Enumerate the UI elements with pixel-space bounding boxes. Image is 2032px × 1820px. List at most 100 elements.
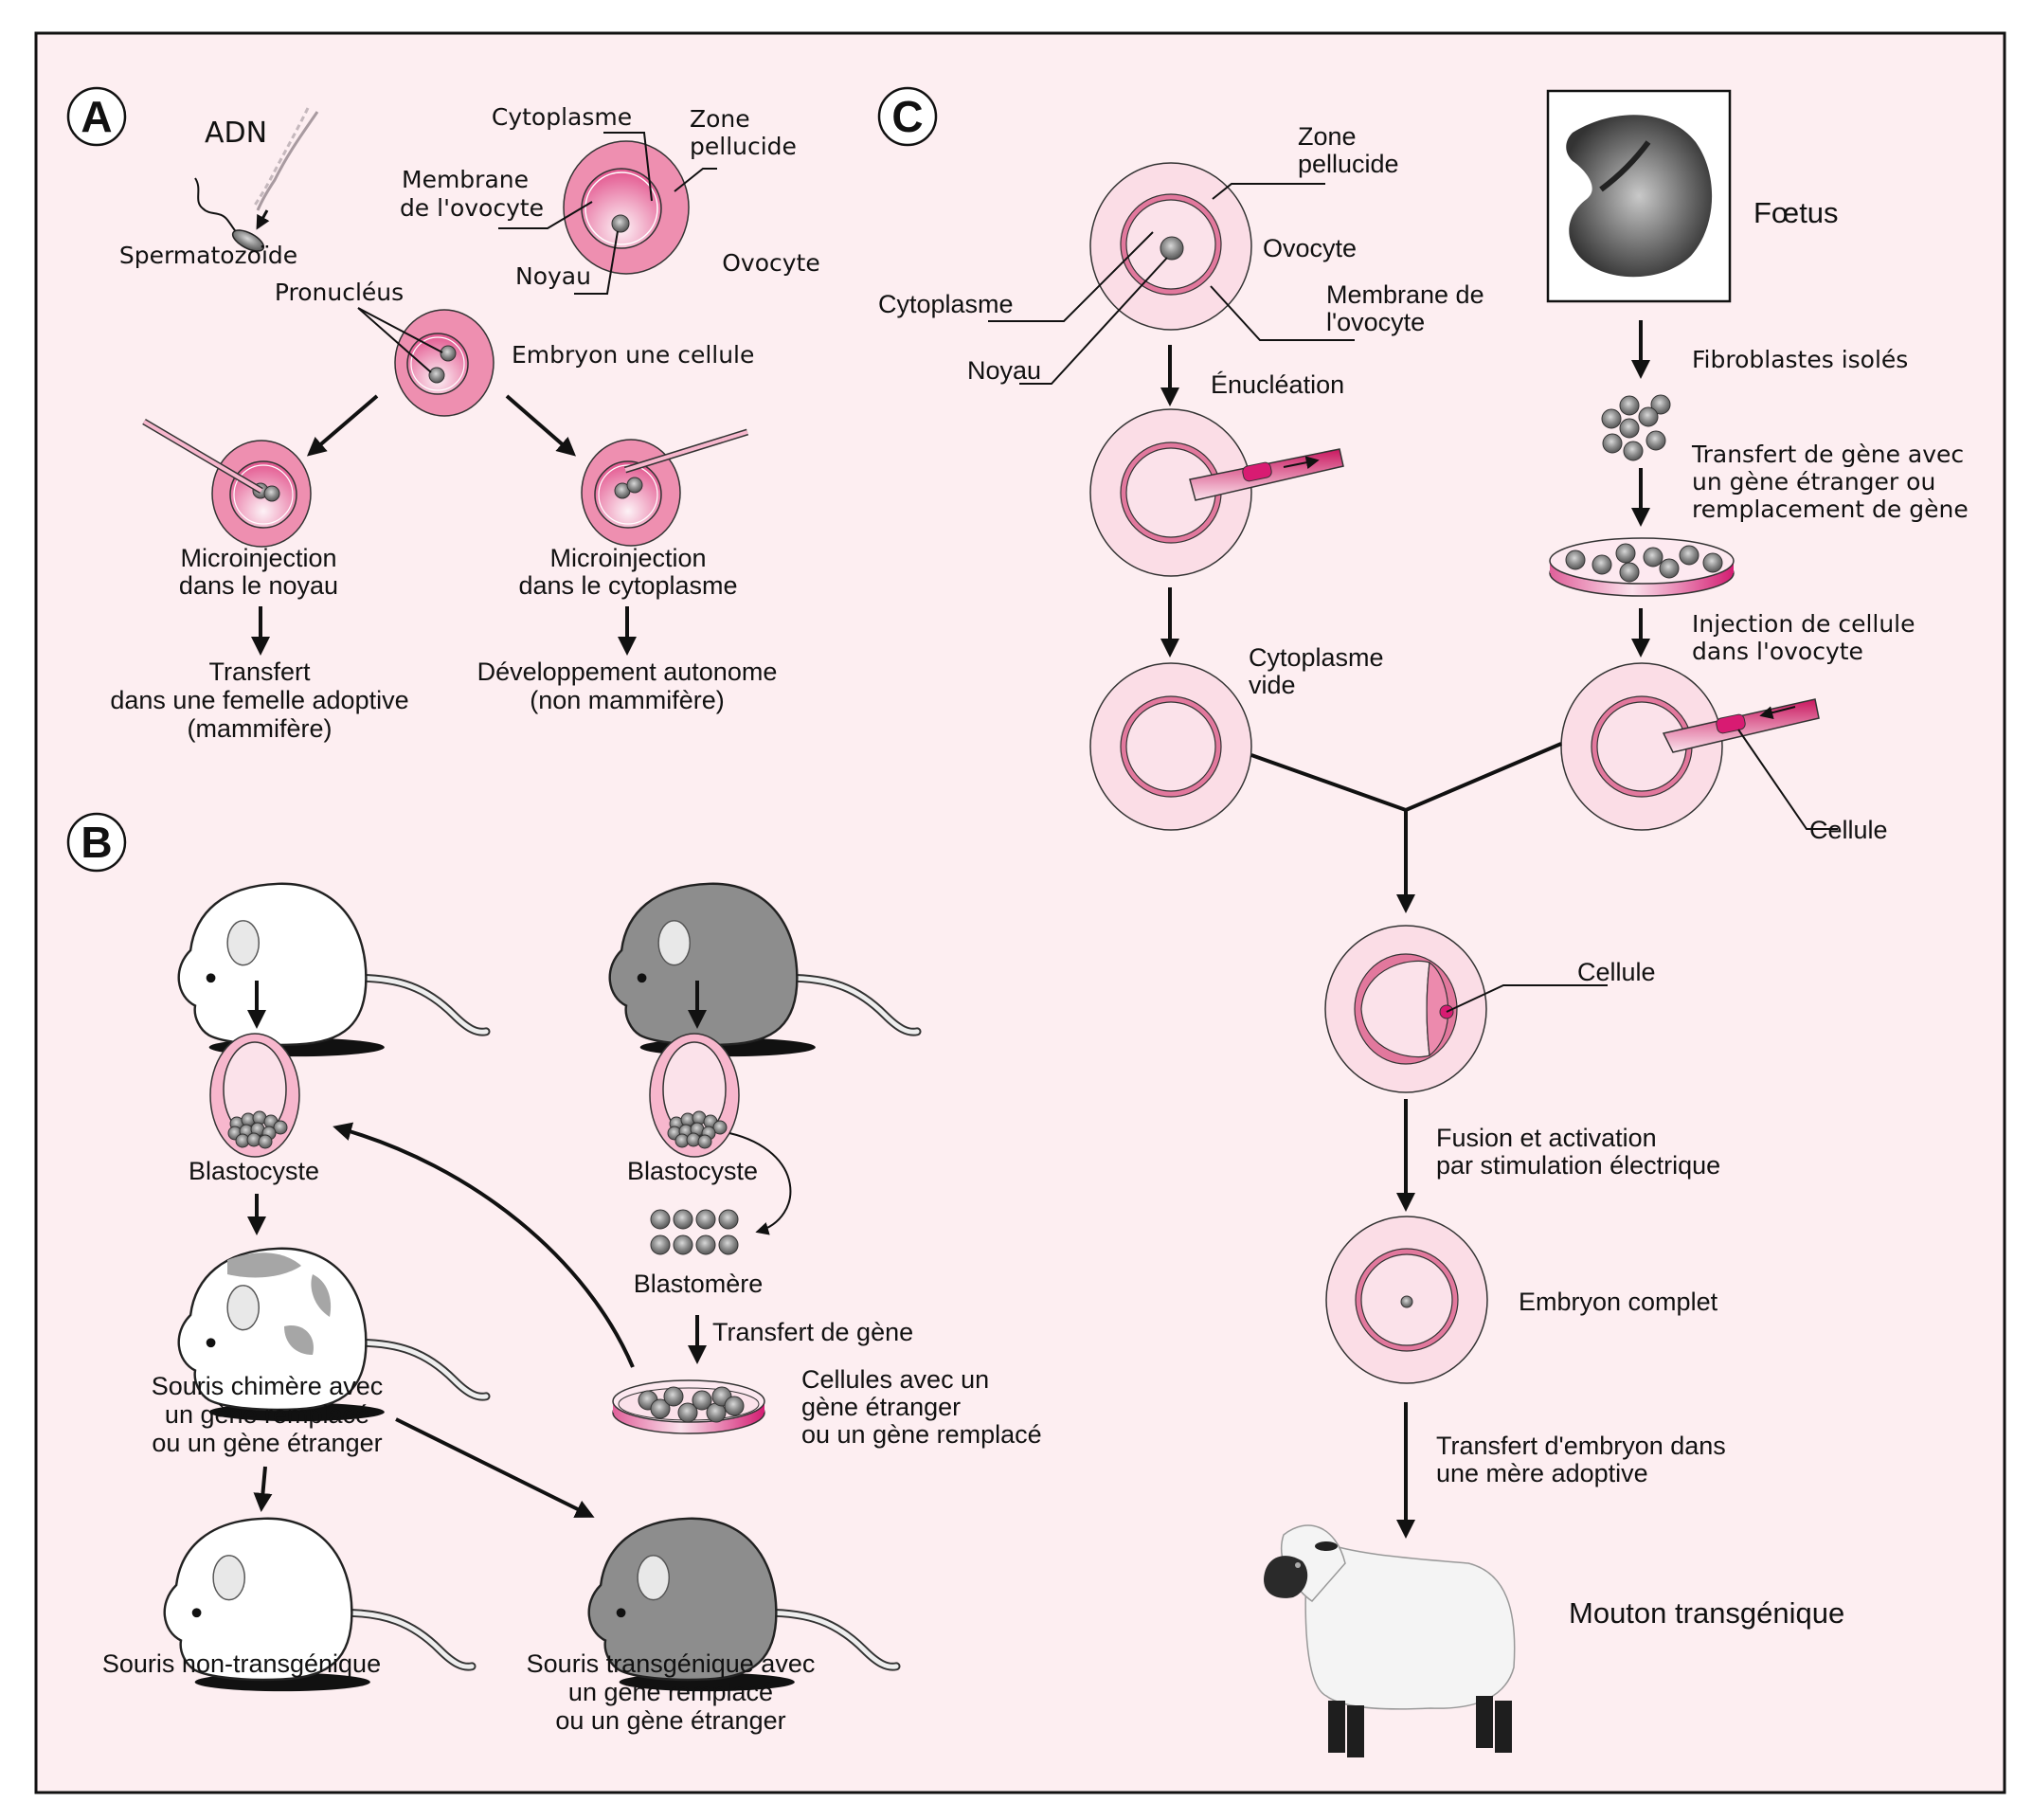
leader-membrane-c <box>1210 285 1355 341</box>
egg-micro-noyau <box>142 418 312 548</box>
leader-cellule-inject <box>1737 729 1838 830</box>
badge-a: A <box>66 86 127 147</box>
petri-dish-b <box>612 1379 765 1434</box>
label-ovocyte-c: Ovocyte <box>1263 234 1357 262</box>
label-cellule-fused: Cellule <box>1577 958 1656 986</box>
arrow-dna-to-sperm <box>256 209 270 230</box>
label-transfert-1: Transfert <box>208 658 311 686</box>
label-membrane-a-2: de l'ovocyte <box>400 194 544 222</box>
badge-b: B <box>66 812 127 873</box>
arrow-blasto-to-blastomere <box>728 1132 792 1235</box>
leader-zone-pellucide-a <box>674 168 717 192</box>
leader-cytoplasme-c <box>988 231 1154 322</box>
one-cell-embryo <box>394 309 495 417</box>
label-fusion-1: Fusion et activation <box>1436 1124 1657 1152</box>
arrow-dish-to-blastocyste <box>333 1122 635 1368</box>
blastocyste-right <box>649 1033 740 1158</box>
label-injection-1: Injection de cellule <box>1692 610 1915 638</box>
label-transfert-gene-b: Transfert de gène <box>712 1318 913 1346</box>
label-developpement-2: (non mammifère) <box>530 686 725 714</box>
label-zone-pellucide-c-1: Zone <box>1298 122 1357 151</box>
fibroblast-cells <box>1601 394 1671 461</box>
label-blastomere: Blastomère <box>634 1270 764 1298</box>
label-mouton: Mouton transgénique <box>1569 1596 1844 1630</box>
label-chimere-3: ou un gène étranger <box>152 1429 382 1457</box>
label-embryon-complet: Embryon complet <box>1519 1288 1718 1316</box>
label-micro-noyau-1: Microinjection <box>180 544 336 572</box>
label-cytoplasme-c: Cytoplasme <box>878 290 1014 318</box>
label-chimere-2: un gène remplacé <box>165 1400 369 1429</box>
leader-noyau-c <box>1019 257 1168 385</box>
egg-enucleation <box>1089 408 1344 577</box>
leader-membrane-a <box>498 201 593 229</box>
leader-cytoplasme-a <box>603 132 653 202</box>
label-cellules-3: ou un gène remplacé <box>801 1420 1042 1449</box>
label-membrane-c-2: l'ovocyte <box>1326 308 1425 336</box>
foetus-image <box>1546 89 1732 303</box>
label-transfert-embryon-2: une mère adoptive <box>1436 1459 1648 1487</box>
egg-micro-cytoplasme <box>581 428 749 547</box>
label-chimere-1: Souris chimère avec <box>152 1372 384 1400</box>
egg-injection <box>1560 662 1820 831</box>
label-noyau-a: Noyau <box>515 262 591 290</box>
label-pronucleus: Pronucléus <box>275 279 404 306</box>
label-transfert-3: (mammifère) <box>188 714 333 743</box>
blastomere-cells <box>650 1209 739 1255</box>
panel-a: A ADN Spermatozoïde Cytoplasme Zone pell… <box>66 86 820 743</box>
badge-a-letter: A <box>81 92 112 141</box>
petri-dish-c <box>1549 537 1735 597</box>
egg-fused <box>1324 925 1487 1093</box>
label-developpement-1: Développement autonome <box>477 658 778 686</box>
arrow-to-non-transgenic <box>253 1466 273 1512</box>
arrow-to-micro-cytoplasme <box>505 394 577 457</box>
leader-cellule-fused <box>1446 984 1608 1013</box>
panel-b: B <box>66 812 1042 1735</box>
label-transfert-2: dans une femelle adoptive <box>110 686 408 714</box>
label-foetus: Fœtus <box>1753 196 1839 229</box>
ovocyte-a <box>563 140 690 275</box>
leader-noyau-a <box>574 230 619 295</box>
label-zone-pellucide-c-2: pellucide <box>1298 150 1399 178</box>
label-embryon-une-cellule: Embryon une cellule <box>512 341 754 369</box>
label-blastocyste-left: Blastocyste <box>189 1157 319 1185</box>
label-enucleation: Énucléation <box>1211 370 1344 399</box>
label-transfert-embryon-1: Transfert d'embryon dans <box>1436 1432 1726 1460</box>
leader-zone-pellucide-c <box>1212 183 1325 200</box>
label-cytoplasme-vide-1: Cytoplasme <box>1249 643 1384 672</box>
diagram-frame <box>34 31 2006 1794</box>
leader-pronucleus-1 <box>357 307 443 353</box>
label-membrane-c-1: Membrane de <box>1326 280 1484 309</box>
panel-c: C Zone pellucide Ovocyte Membrane de l'o… <box>877 86 1969 1757</box>
leader-pronucleus-2 <box>357 307 432 373</box>
label-cellules-1: Cellules avec un <box>801 1365 989 1394</box>
label-zone-pellucide-a-1: Zone <box>690 105 750 133</box>
label-transfert-gene-c-1: Transfert de gène avec <box>1691 441 1964 468</box>
label-micro-noyau-2: dans le noyau <box>179 571 338 600</box>
label-cellules-2: gène étranger <box>801 1393 961 1421</box>
badge-c: C <box>877 86 938 147</box>
label-micro-cyto-2: dans le cytoplasme <box>518 571 737 600</box>
label-transfert-gene-c-2: un gène étranger ou <box>1692 468 1935 496</box>
egg-cytoplasme-vide <box>1089 662 1252 831</box>
label-cytoplasme-vide-2: vide <box>1249 671 1296 699</box>
chimera-patches <box>227 1252 332 1355</box>
label-fusion-2: par stimulation électrique <box>1436 1151 1720 1180</box>
label-spermatozoide: Spermatozoïde <box>119 242 297 269</box>
label-blastocyste-right: Blastocyste <box>627 1157 758 1185</box>
label-transgenique-1: Souris transgénique avec <box>527 1649 816 1678</box>
label-injection-2: dans l'ovocyte <box>1692 638 1863 665</box>
label-noyau-c: Noyau <box>967 356 1041 385</box>
label-fibroblastes: Fibroblastes isolés <box>1692 346 1908 373</box>
label-transfert-gene-c-3: remplacement de gène <box>1692 496 1969 523</box>
egg-embryon-complet <box>1325 1216 1488 1384</box>
label-transgenique-3: ou un gène étranger <box>555 1706 785 1735</box>
label-transgenique-2: un gène remplacé <box>568 1678 773 1706</box>
label-cytoplasme-a: Cytoplasme <box>492 103 632 131</box>
label-micro-cyto-1: Microinjection <box>549 544 706 572</box>
spermatozoon-icon <box>194 177 265 252</box>
arrow-to-transgenic <box>395 1417 595 1518</box>
label-membrane-a-1: Membrane <box>402 166 529 193</box>
label-non-transgenique: Souris non-transgénique <box>102 1649 381 1678</box>
arrow-to-micro-noyau <box>306 394 379 457</box>
